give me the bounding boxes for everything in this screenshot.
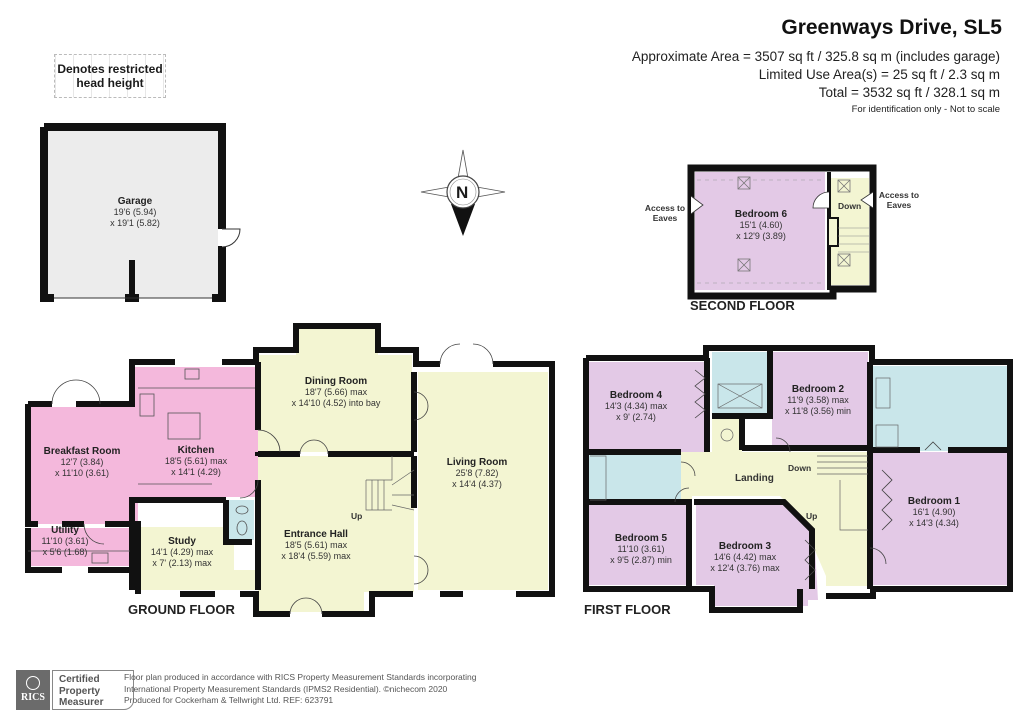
room-living-room: Living Room 25'8 (7.82) x 14'4 (4.37) [447, 457, 508, 490]
room-name: Utility [51, 525, 79, 536]
room-name: Dining Room [304, 376, 368, 387]
compass-north-label: N [456, 183, 469, 202]
room-bedroom-1: Bedroom 1 16'1 (4.90) x 14'3 (4.34) [908, 496, 960, 529]
room-name: Kitchen [177, 445, 215, 456]
room-entrance-hall: Entrance Hall 18'5 (5.61) max x 18'4 (5.… [281, 529, 350, 562]
footer-line1: Floor plan produced in accordance with R… [124, 672, 477, 682]
room-kitchen: Kitchen 18'5 (5.61) max x 14'1 (4.29) [165, 445, 227, 478]
room-dim1: 18'5 (5.61) max [164, 456, 228, 466]
first-floor-stairs-up: Up [806, 511, 818, 521]
room-name: Bedroom 4 [609, 390, 663, 401]
room-dim2: x 12'4 (3.76) max [710, 563, 780, 573]
room-name: Living Room [446, 457, 508, 468]
room-name: Bedroom 6 [734, 209, 788, 220]
room-dim1: 19'6 (5.94) [113, 207, 157, 217]
room-name: Bedroom 2 [791, 384, 845, 395]
room-bedroom-2: Bedroom 2 11'9 (3.58) max x 11'8 (3.56) … [785, 384, 851, 417]
room-name: Garage [117, 196, 153, 207]
second-floor-stairs-down: Down [838, 201, 862, 211]
approximate-area: Approximate Area = 3507 sq ft / 325.8 sq… [631, 49, 1000, 64]
rics-certification-badge: RICS Certified Property Measurer [16, 670, 134, 710]
legend-text: Denotes restricted head height [57, 62, 163, 90]
eaves-access-left: Access to Eaves [644, 203, 686, 223]
eaves-access-right: Access to Eaves [878, 190, 920, 210]
room-dim2: x 14'4 (4.37) [452, 479, 502, 489]
room-name: Bedroom 5 [614, 533, 668, 544]
rics-seal-icon [26, 676, 40, 690]
room-name: Study [168, 536, 196, 547]
room-dim2: x 14'1 (4.29) [171, 467, 221, 477]
cert-line3: Measurer [59, 697, 104, 708]
room-dim1: 14'3 (4.34) max [604, 401, 668, 411]
room-dim2: x 9'5 (2.87) min [610, 555, 672, 565]
room-dim2: x 14'3 (4.34) [909, 518, 959, 528]
page-title: Greenways Drive, SL5 [781, 16, 1002, 39]
certified-property-measurer: Certified Property Measurer [52, 670, 134, 710]
room-name: Bedroom 1 [907, 496, 961, 507]
room-garage: Garage 19'6 (5.94) x 19'1 (5.82) [110, 196, 160, 229]
room-dim1: 11'10 (3.61) [617, 544, 665, 554]
footer-credits: Floor plan produced in accordance with R… [124, 672, 476, 707]
first-floor-label: FIRST FLOOR [584, 602, 671, 617]
disclaimer-note: For identification only - Not to scale [851, 104, 1000, 115]
room-dim2: x 11'8 (3.56) min [784, 406, 852, 416]
room-dim1: 18'5 (5.61) max [284, 540, 348, 550]
room-name: Bedroom 3 [718, 541, 772, 552]
room-bedroom-4: Bedroom 4 14'3 (4.34) max x 9' (2.74) [605, 390, 667, 423]
room-dim1: 11'10 (3.61) [41, 536, 89, 546]
room-dim1: 14'6 (4.42) max [713, 552, 777, 562]
room-dim1: 14'1 (4.29) max [150, 547, 214, 557]
rics-logo: RICS [16, 670, 50, 710]
first-floor-stairs-down: Down [788, 463, 812, 473]
limited-use-area: Limited Use Area(s) = 25 sq ft / 2.3 sq … [758, 67, 1000, 82]
total-area: Total = 3532 sq ft / 328.1 sq m [818, 85, 1000, 100]
room-dim2: x 12'9 (3.89) [736, 231, 786, 241]
footer-line3: Produced for Cockerham & Tellwright Ltd.… [124, 695, 334, 705]
room-dim2: x 7' (2.13) max [152, 558, 212, 568]
room-dim1: 12'7 (3.84) [60, 457, 104, 467]
room-bedroom-3: Bedroom 3 14'6 (4.42) max x 12'4 (3.76) … [710, 541, 779, 574]
restricted-head-height-legend: Denotes restricted head height [54, 54, 166, 98]
second-floor-label: SECOND FLOOR [690, 298, 795, 313]
landing-label: Landing [735, 473, 774, 484]
legend-hatch [55, 55, 165, 97]
ground-floor-label: GROUND FLOOR [128, 602, 235, 617]
room-breakfast-room: Breakfast Room 12'7 (3.84) x 11'10 (3.61… [44, 446, 121, 479]
room-dim1: 11'9 (3.58) max [787, 395, 849, 405]
room-dim2: x 11'10 (3.61) [54, 468, 110, 478]
rics-text: RICS [21, 692, 45, 703]
room-dim1: 16'1 (4.90) [912, 507, 956, 517]
room-bedroom-5: Bedroom 5 11'10 (3.61) x 9'5 (2.87) min [610, 533, 672, 566]
room-dim1: 18'7 (5.66) max [304, 387, 368, 397]
room-dim2: x 14'10 (4.52) into bay [291, 398, 381, 408]
footer-line2: International Property Measurement Stand… [124, 683, 448, 694]
garage-plan [40, 123, 241, 302]
room-name: Breakfast Room [43, 446, 121, 457]
first-floor-plan [583, 345, 1013, 613]
room-name: Entrance Hall [284, 529, 348, 540]
cert-line1: Certified [59, 674, 100, 685]
room-study: Study 14'1 (4.29) max x 7' (2.13) max [151, 536, 213, 569]
room-dim1: 25'8 (7.82) [455, 468, 499, 478]
ground-floor-stairs-up: Up [351, 511, 363, 521]
room-dim2: x 9' (2.74) [616, 412, 656, 422]
room-dim2: x 5'6 (1.68) [42, 547, 88, 557]
cert-line2: Property [59, 685, 101, 697]
second-floor-plan [687, 164, 877, 300]
compass-rose [420, 149, 506, 236]
room-dim2: x 18'4 (5.59) max [281, 551, 351, 561]
room-dim2: x 19'1 (5.82) [110, 218, 160, 228]
room-dim1: 15'1 (4.60) [739, 220, 783, 230]
room-dining-room: Dining Room 18'7 (5.66) max x 14'10 (4.5… [292, 376, 381, 409]
room-bedroom-6: Bedroom 6 15'1 (4.60) x 12'9 (3.89) [735, 209, 787, 242]
ground-floor-plan [25, 323, 555, 617]
room-utility: Utility 11'10 (3.61) x 5'6 (1.68) [41, 525, 88, 558]
